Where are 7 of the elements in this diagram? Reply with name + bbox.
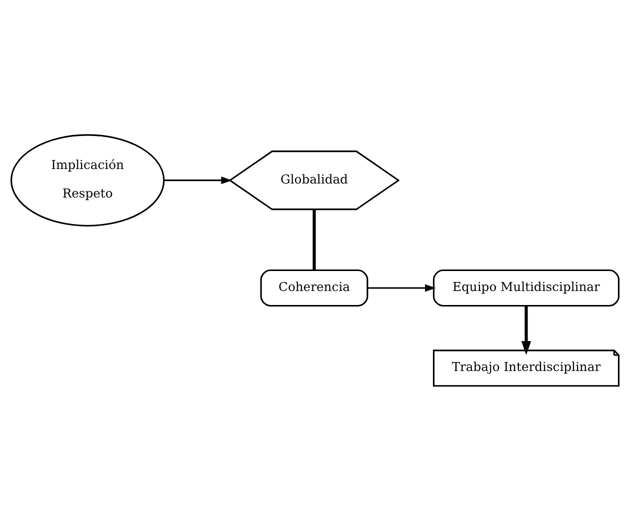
arrow [367,284,436,292]
node-ellipse: Implicación Respeto [10,134,165,226]
arrow [521,306,532,356]
node-box: Coherencia [260,270,368,307]
connector [312,210,316,270]
node-box: Equipo Multidisciplinar [432,270,620,307]
arrow [164,176,232,184]
